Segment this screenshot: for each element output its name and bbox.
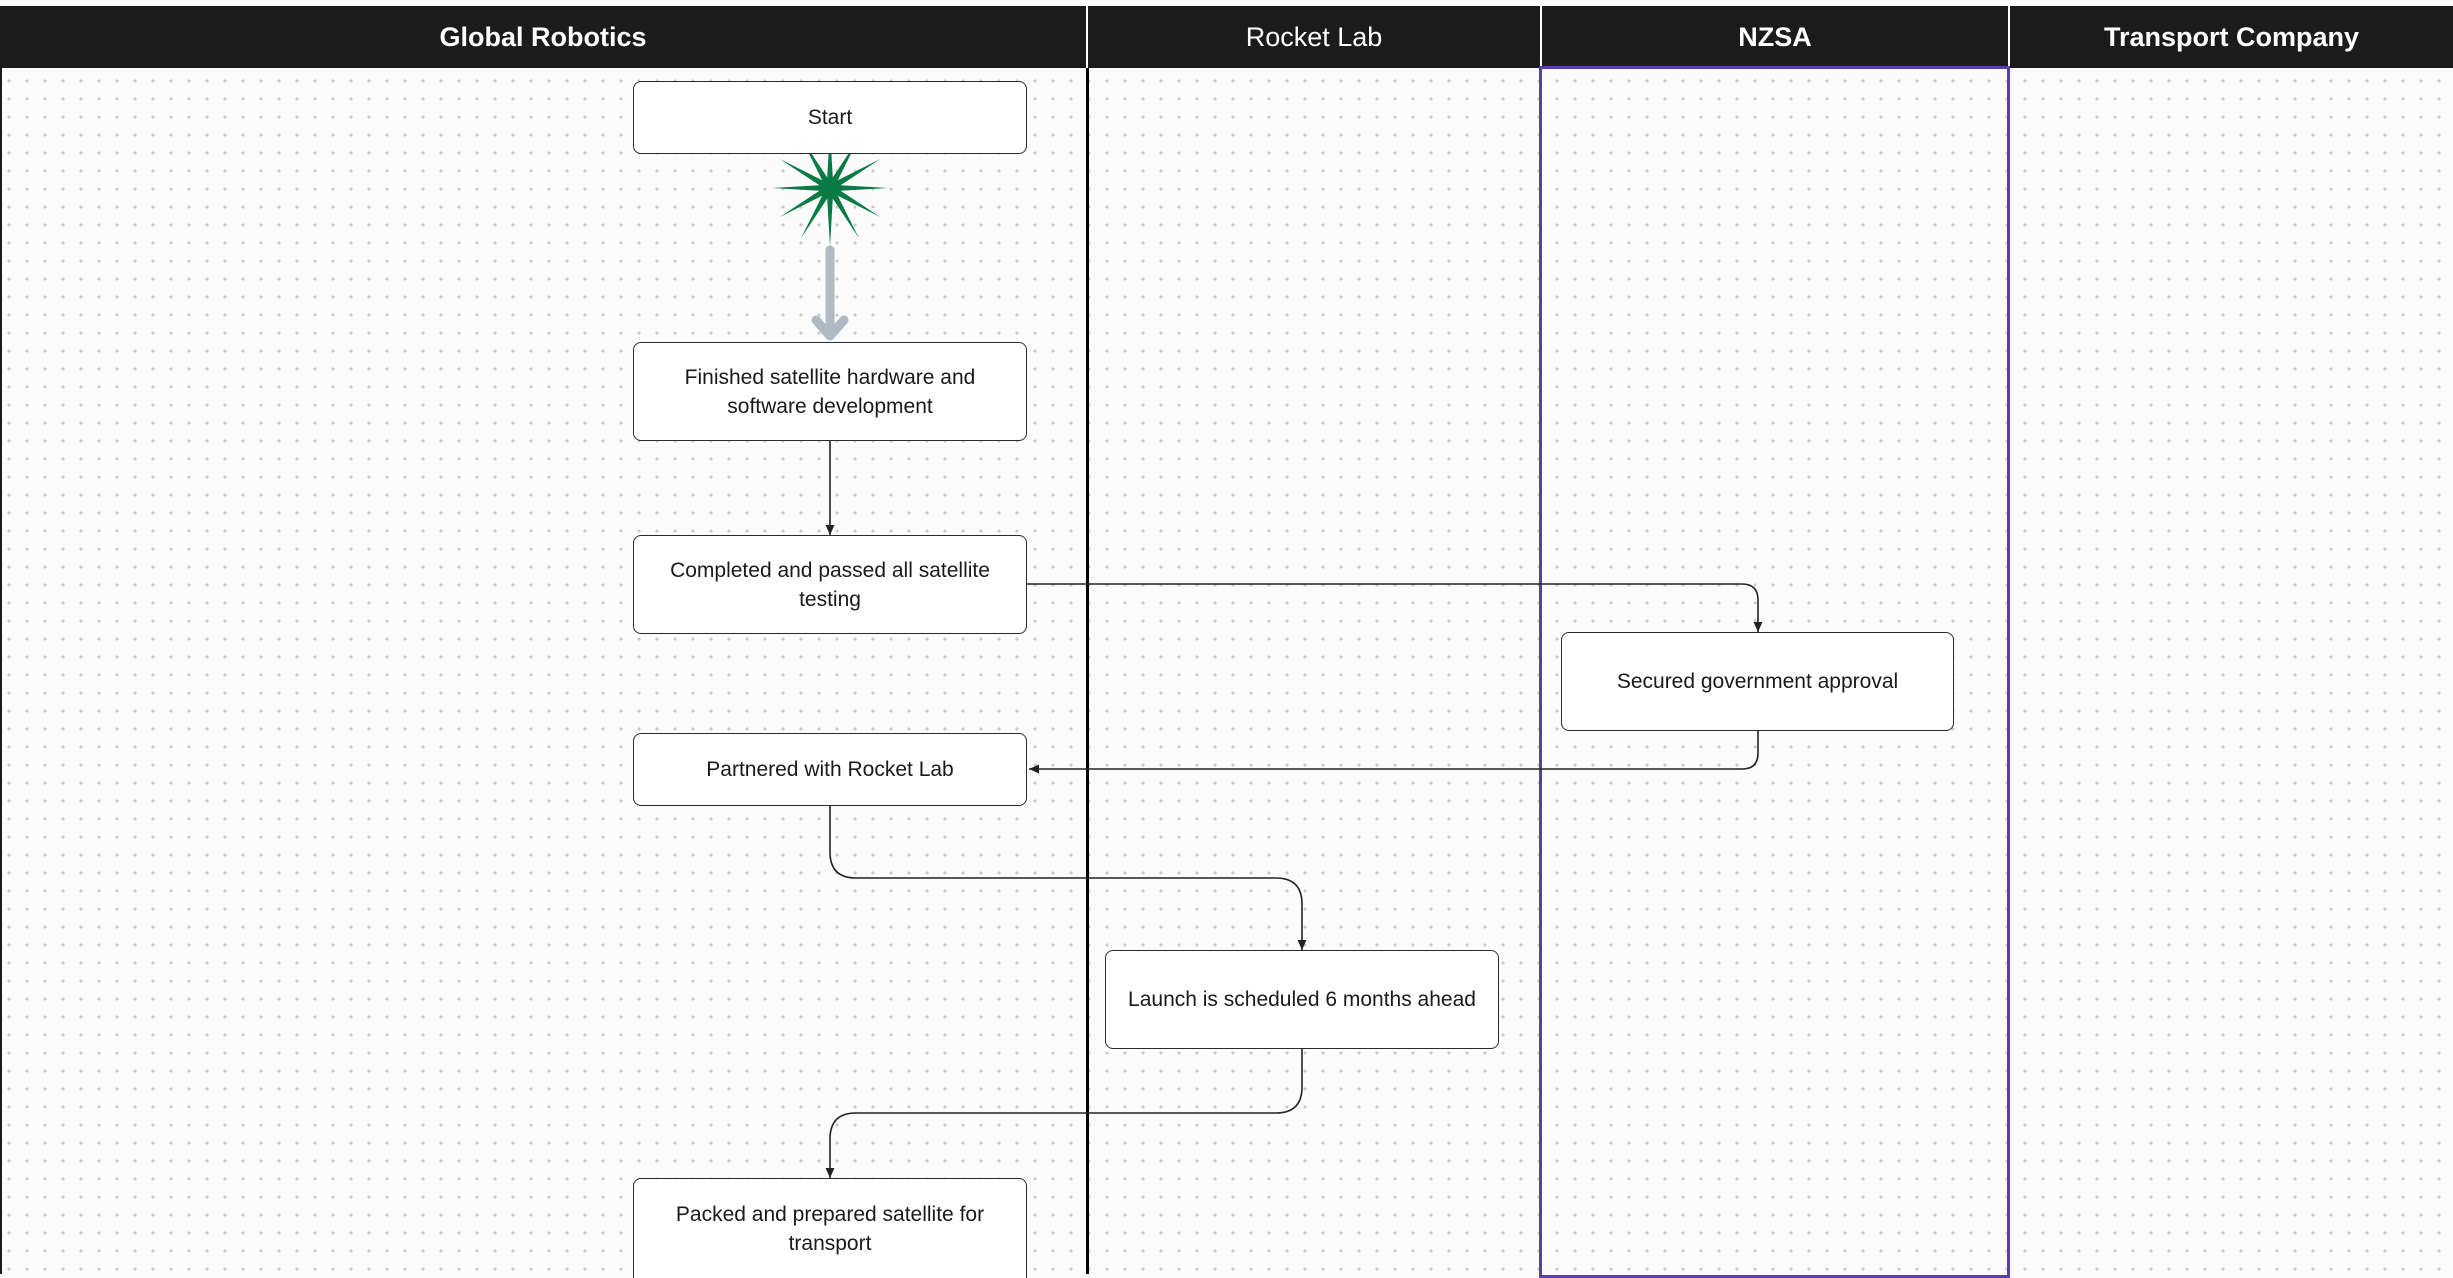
node-packed-for-transport[interactable]: Packed and prepared satellite for transp…: [633, 1178, 1027, 1278]
connector-partnered-to-launch: [829, 806, 1307, 950]
node-launch-scheduled[interactable]: Launch is scheduled 6 months ahead: [1105, 950, 1499, 1049]
node-partnered-rocket-lab[interactable]: Partnered with Rocket Lab: [633, 733, 1027, 806]
node-government-approval[interactable]: Secured government approval: [1561, 632, 1954, 731]
lane-header-nzsa[interactable]: NZSA: [1542, 6, 2008, 68]
down-arrow-icon: [811, 245, 849, 341]
lane-header-rocket-lab[interactable]: Rocket Lab: [1088, 6, 1540, 68]
starburst-icon: [772, 130, 888, 246]
lane-header-transport-company[interactable]: Transport Company: [2010, 6, 2453, 68]
node-hardware-development[interactable]: Finished satellite hardware and software…: [633, 342, 1027, 441]
connector-testing-to-approval: [1027, 583, 1763, 632]
connector-approval-to-partnered: [1029, 731, 1759, 774]
lane-header-global-robotics[interactable]: Global Robotics: [0, 6, 1086, 68]
lane-divider: [1086, 68, 1089, 1274]
node-satellite-testing[interactable]: Completed and passed all satellite testi…: [633, 535, 1027, 634]
header-separator: [1540, 6, 1542, 68]
node-start[interactable]: Start: [633, 81, 1027, 154]
lane-left-edge: [0, 68, 2, 1274]
header-separator: [1086, 6, 1088, 68]
header-separator: [2008, 6, 2010, 68]
connector-launch-to-packed: [825, 1049, 1303, 1178]
